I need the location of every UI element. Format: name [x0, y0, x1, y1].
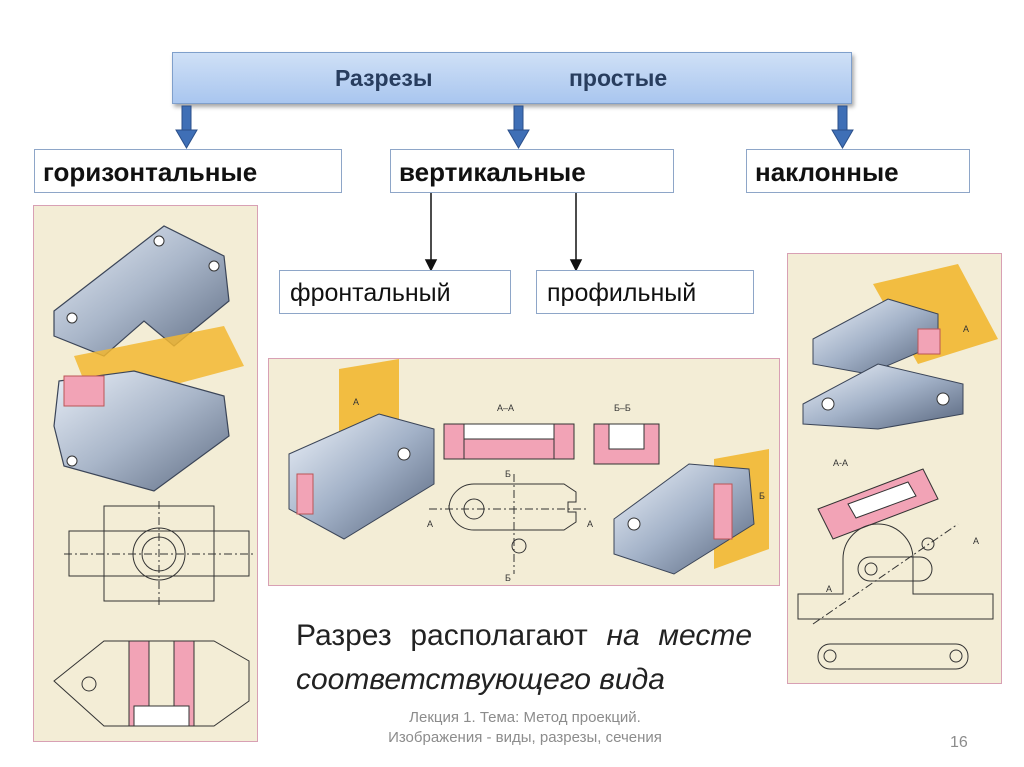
category-vertical: вертикальные: [390, 149, 674, 193]
label-letter-a-plan-right: А: [587, 519, 593, 529]
label-section-aa-inclined: А-А: [833, 458, 848, 468]
header-box: Разрезы простые: [172, 52, 852, 104]
label-letter-a-plan-top: А: [973, 536, 979, 546]
category-horizontal: горизонтальные: [34, 149, 342, 193]
arrow-down-icon-profile: [569, 259, 583, 272]
category-inclined: наклонные: [746, 149, 970, 193]
label-section-aa: А–А: [497, 403, 514, 413]
horizontal-section-illustration: [53, 225, 254, 727]
subcategory-frontal: фронтальный: [279, 270, 511, 314]
arrow-down-icon-middle: [507, 105, 530, 149]
footer-lecture: Лекция 1. Тема: Метод проекций. Изображе…: [388, 709, 662, 746]
label-letter-a-plan-bottom: А: [826, 584, 832, 594]
label-letter-a-plan-left: А: [427, 519, 433, 529]
label-letter-b-plan-bottom: Б: [505, 573, 511, 583]
header-word-sections: Разрезы: [335, 65, 433, 91]
subcategory-profile: профильный: [536, 270, 754, 314]
inclined-section-illustration: А А-А А А: [797, 264, 998, 670]
arrow-down-icon-left: [175, 105, 198, 149]
placement-note: Разрез располагают на месте соответствую…: [296, 614, 752, 702]
arrow-down-icon-frontal: [424, 259, 438, 272]
label-letter-a-iso: А: [963, 324, 969, 334]
arrow-down-icon-right: [831, 105, 854, 149]
label-section-bb: Б–Б: [614, 403, 631, 413]
horizontal-section-drawing: [33, 205, 258, 742]
sub-arrows: [424, 193, 583, 272]
header-word-simple: простые: [569, 65, 668, 91]
vertical-section-illustration: А А–А Б–Б А А Б Б Б: [288, 359, 769, 583]
note-italic: на месте соответствующего вида: [296, 619, 752, 696]
label-letter-a-left: А: [353, 397, 359, 407]
header-arrows: [175, 105, 854, 149]
inclined-section-drawing: А А-А А А: [787, 253, 1002, 684]
note-regular: Разрез располагают: [296, 619, 588, 652]
page-number: 16: [950, 734, 968, 751]
vertical-section-drawing: А А–А Б–Б А А Б Б Б: [268, 358, 780, 586]
label-letter-b-plan-top: Б: [505, 469, 511, 479]
label-letter-b-right: Б: [759, 491, 765, 501]
